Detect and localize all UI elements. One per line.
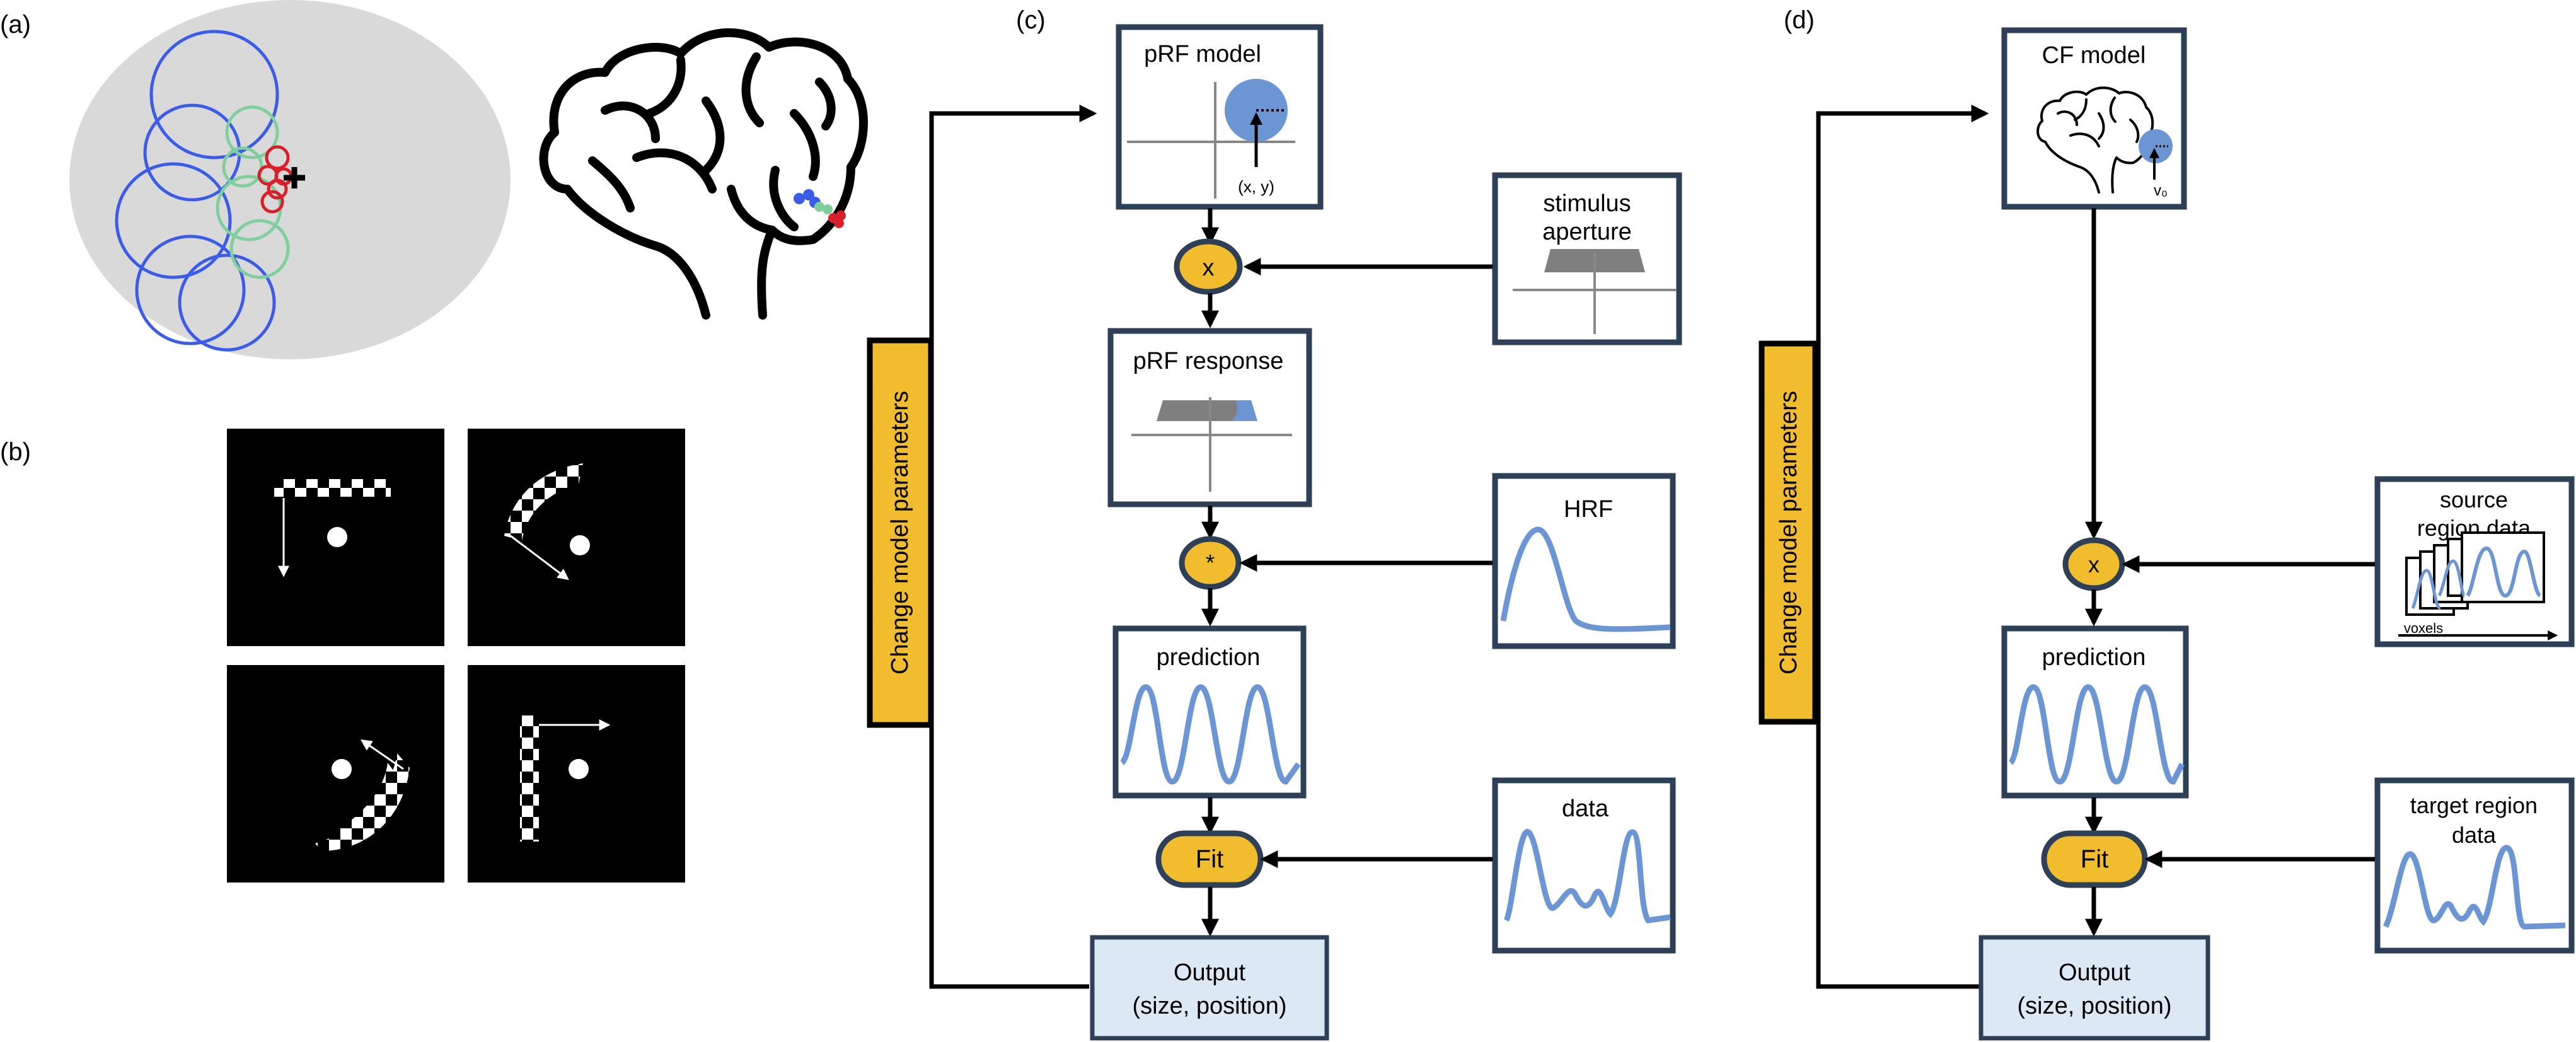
- stimulus-frame-1: [227, 429, 444, 646]
- target-label-2: data: [2452, 822, 2497, 848]
- red-receptive-fields: [257, 145, 293, 214]
- panel-label-d: (d): [1784, 6, 1815, 34]
- stimulus-frame-4: [468, 665, 685, 883]
- c-side-bar-label: Change model parameters: [887, 391, 913, 674]
- fixation-cross: [284, 167, 305, 188]
- brain-visual-cortex-dots: [794, 189, 846, 228]
- cf-brain-icon: [2036, 86, 2154, 194]
- source-region-box: source region data voxels: [2374, 476, 2575, 647]
- d-multiply-symbol: x: [2088, 552, 2099, 577]
- prf-model-box: pRF model (x, y): [1116, 24, 1324, 210]
- d-side-bar: Change model parameters: [1759, 340, 1818, 725]
- panel-label-c: (c): [1016, 6, 1046, 34]
- prf-response-title: pRF response: [1133, 348, 1284, 374]
- c-output-line2: (size, position): [1133, 993, 1287, 1019]
- c-output-line1: Output: [1174, 959, 1246, 986]
- d-feedback-loop: [1816, 105, 1989, 989]
- c-multiply-node: x: [1174, 238, 1243, 295]
- cf-model-title: CF model: [2042, 42, 2146, 69]
- stimulus-frame-2: [468, 429, 685, 646]
- hrf-box: HRF: [1492, 473, 1676, 649]
- data-curve: [1503, 829, 1671, 923]
- c-prediction-curve: [1119, 684, 1301, 785]
- d-output-line2: (size, position): [2018, 993, 2172, 1019]
- stimulus-aperture-box: stimulus aperture: [1492, 172, 1682, 345]
- c-fit-node: Fit: [1155, 830, 1264, 888]
- source-label-1: source: [2440, 487, 2508, 512]
- c-prediction-title: prediction: [1157, 644, 1261, 671]
- panel-label-a: (a): [0, 11, 31, 38]
- data-box: data: [1492, 777, 1676, 954]
- d-fit-node: Fit: [2041, 830, 2148, 888]
- hrf-title: HRF: [1564, 496, 1613, 523]
- c-feedback-loop: [929, 105, 1097, 989]
- c-convolve-symbol: *: [1206, 550, 1215, 576]
- cf-v0-label: v₀: [2154, 182, 2168, 199]
- c-output-box: Output (size, position): [1090, 935, 1329, 1041]
- d-prediction-title: prediction: [2042, 644, 2146, 671]
- d-fit-label: Fit: [2081, 845, 2108, 873]
- d-prediction-box: prediction: [2001, 625, 2189, 799]
- visual-field-diagram: [69, 0, 511, 359]
- target-label-1: target region: [2410, 792, 2538, 818]
- prf-coord-label: (x, y): [1238, 177, 1274, 196]
- d-output-line1: Output: [2059, 959, 2131, 986]
- d-side-bar-label: Change model parameters: [1776, 391, 1802, 674]
- c-fit-label: Fit: [1196, 845, 1223, 873]
- stimulus-frame-3: [227, 665, 444, 883]
- hrf-curve: [1500, 526, 1671, 632]
- c-convolve-node: *: [1179, 536, 1242, 590]
- d-multiply-node: x: [2062, 537, 2125, 591]
- stimulus-label-2: aperture: [1542, 219, 1632, 245]
- prf-model-title: pRF model: [1144, 41, 1261, 67]
- c-prediction-box: prediction: [1112, 625, 1307, 799]
- cf-model-box: CF model v₀: [2001, 27, 2187, 210]
- stimulus-label-1: stimulus: [1543, 190, 1631, 217]
- voxels-axis-label: voxels: [2404, 620, 2443, 636]
- target-region-box: target region data: [2374, 777, 2575, 954]
- voxel-stack-icon: [2405, 531, 2545, 616]
- target-curve: [2383, 845, 2566, 930]
- d-prediction-curve: [2008, 684, 2185, 785]
- data-title: data: [1562, 796, 1609, 822]
- blue-receptive-fields: [115, 30, 279, 352]
- brain-icon: [539, 28, 868, 320]
- c-side-bar: Change model parameters: [867, 337, 934, 728]
- prf-response-box: pRF response: [1107, 328, 1312, 507]
- d-output-box: Output (size, position): [1978, 935, 2210, 1041]
- panel-label-b: (b): [0, 438, 31, 466]
- stimulus-frames: [227, 429, 685, 883]
- c-multiply-symbol: x: [1203, 255, 1215, 281]
